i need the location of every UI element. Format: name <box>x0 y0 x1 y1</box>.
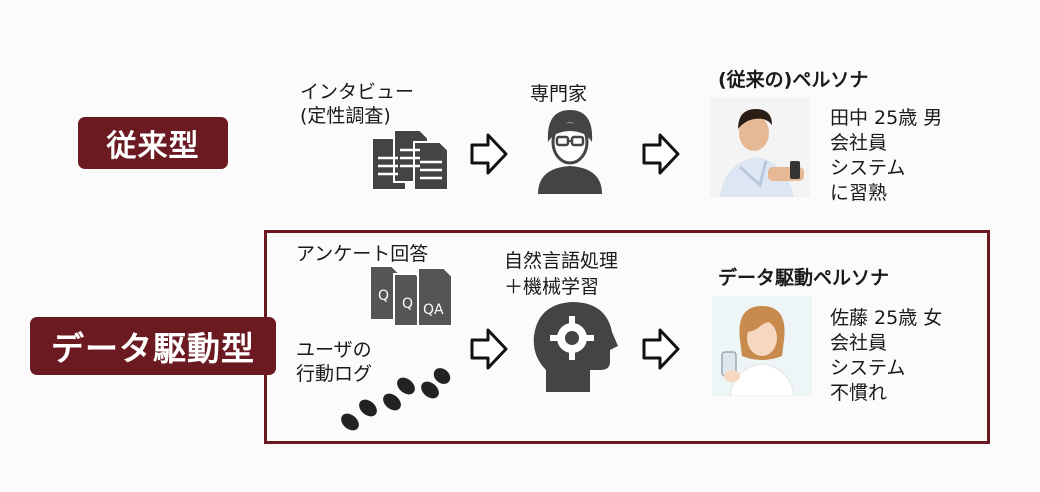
data-driven-type-label: データ駆動型 <box>30 317 276 375</box>
arrow-right-icon <box>470 328 508 370</box>
expert-label: 専門家 <box>530 83 588 105</box>
data-driven-persona-title: データ駆動ペルソナ <box>718 267 890 289</box>
documents-icon <box>371 129 449 191</box>
man-photo <box>710 97 810 197</box>
interview-label: インタビュー (定性調査) <box>300 81 415 127</box>
nlp-ml-label: 自然言語処理 ＋機械学習 <box>504 250 619 298</box>
arrow-right-icon <box>470 133 508 175</box>
svg-text:Q: Q <box>402 296 413 312</box>
arrow-right-icon <box>642 328 680 370</box>
behavior-log-label: ユーザの 行動ログ <box>296 339 373 385</box>
survey-label: アンケート回答 <box>296 243 429 265</box>
svg-text:Q: Q <box>378 288 389 304</box>
traditional-persona-profile: 田中 25歳 男 会社員 システム に習熟 <box>830 107 943 204</box>
ai-head-gear-icon <box>533 302 618 392</box>
footprints-icon <box>341 368 451 431</box>
data-driven-frame <box>264 230 990 444</box>
svg-text:QA: QA <box>423 302 444 318</box>
survey-docs-icon: Q Q QA <box>369 265 453 327</box>
traditional-type-label: 従来型 <box>78 117 228 169</box>
woman-photo <box>712 296 812 396</box>
traditional-persona-title: (従来の)ペルソナ <box>718 69 869 91</box>
data-driven-persona-profile: 佐藤 25歳 女 会社員 システム 不慣れ <box>830 307 943 404</box>
arrow-right-icon <box>642 133 680 175</box>
expert-person-icon <box>538 110 602 194</box>
